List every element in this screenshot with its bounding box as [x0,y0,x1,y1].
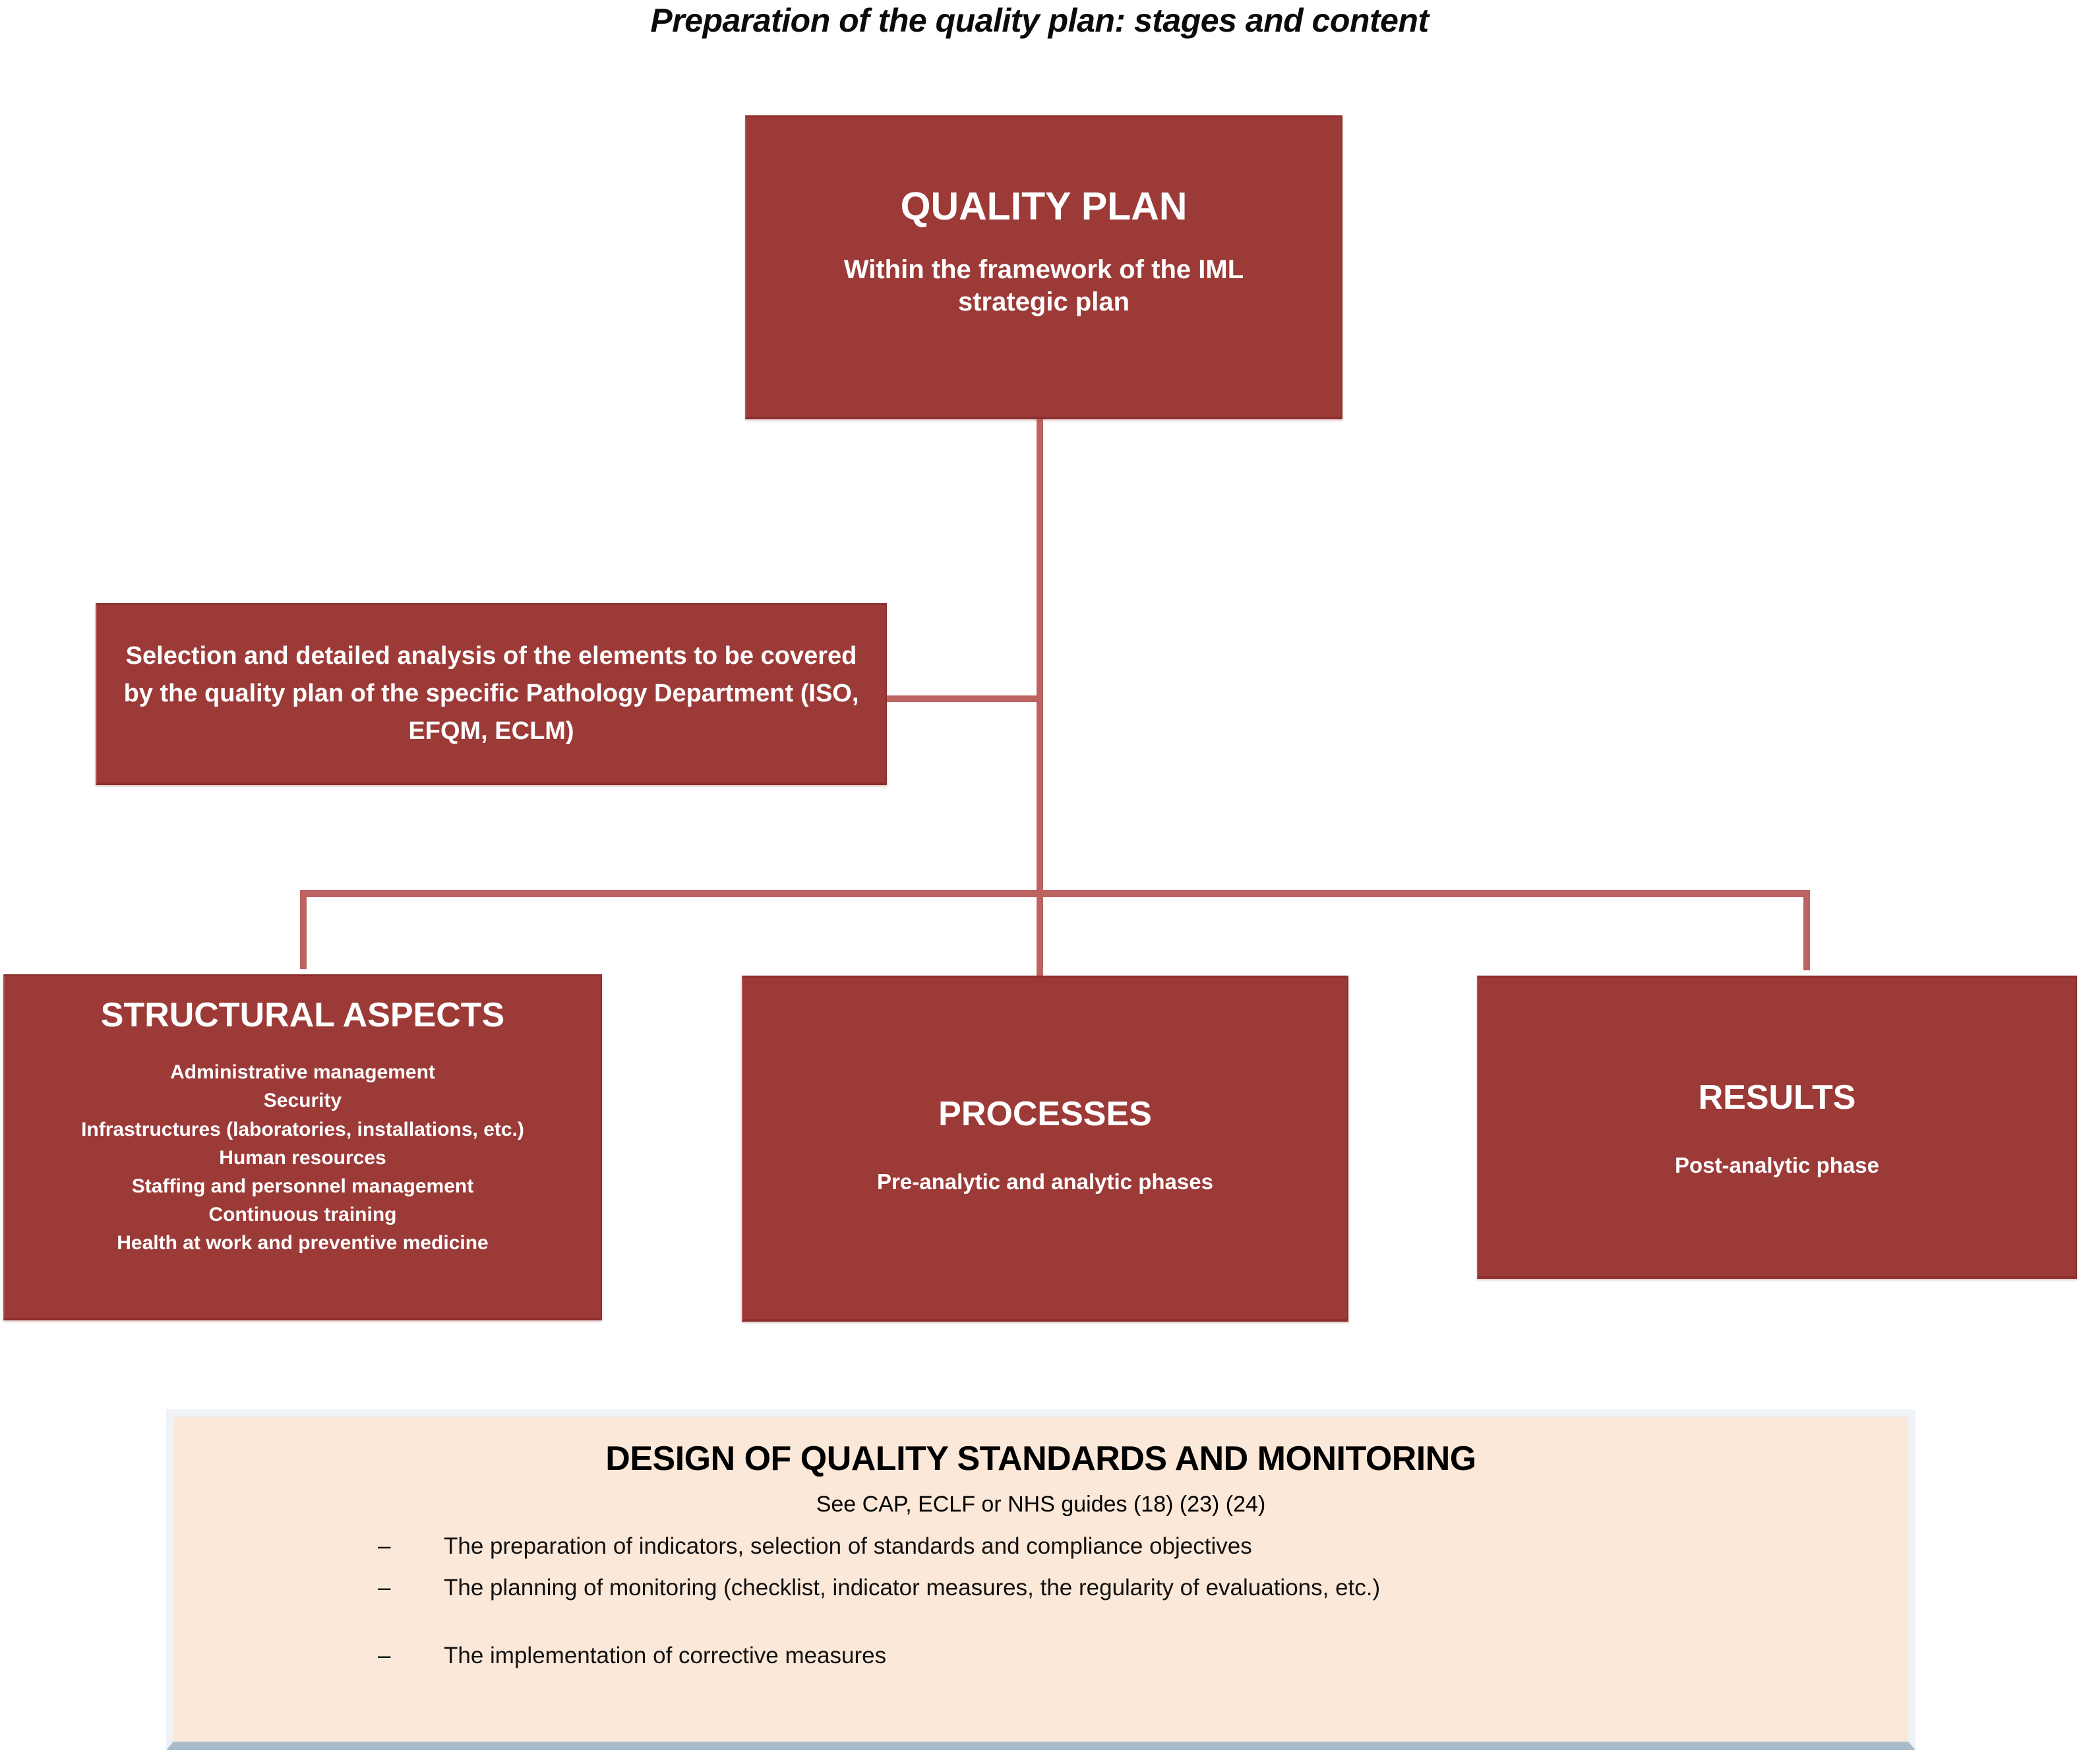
design-panel-bullet-list: – The preparation of indicators, selecti… [173,1535,1908,1667]
list-item: Infrastructures (laboratories, installat… [81,1118,524,1140]
list-item: Health at work and preventive medicine [117,1232,489,1254]
node-selection-analysis: Selection and detailed analysis of the e… [96,603,887,785]
node-results: RESULTS Post-analytic phase [1477,976,2077,1279]
design-panel-title: DESIGN OF QUALITY STANDARDS AND MONITORI… [605,1440,1476,1478]
dash-bullet-icon: – [378,1643,391,1668]
node-structural-list: Administrative management Security Infra… [81,1058,524,1257]
list-item: Staffing and personnel management [131,1175,474,1197]
node-processes: PROCESSES Pre-analytic and analytic phas… [742,976,1348,1322]
list-item: Security [263,1090,342,1112]
list-item: Human resources [219,1146,386,1169]
node-quality-plan-subtitle: Within the framework of the IML strategi… [843,254,1244,316]
design-standards-panel: DESIGN OF QUALITY STANDARDS AND MONITORI… [166,1409,1915,1750]
node-quality-plan: QUALITY PLAN Within the framework of the… [745,115,1342,419]
connector-lower-trunk [1037,702,1043,976]
node-results-title: RESULTS [1698,1078,1856,1117]
connector-drop-structural [300,890,307,969]
list-item: – The planning of monitoring (checklist,… [173,1576,1908,1599]
dash-bullet-icon: – [378,1575,391,1601]
list-item: – The preparation of indicators, selecti… [173,1535,1908,1558]
list-item: – The implementation of corrective measu… [173,1644,1908,1667]
node-structural-aspects: STRUCTURAL ASPECTS Administrative manage… [3,974,602,1320]
connector-quality-plan-trunk [1037,419,1043,708]
node-structural-title: STRUCTURAL ASPECTS [100,996,505,1034]
connector-selection-stub [887,695,1040,702]
list-item: Continuous training [208,1204,397,1226]
design-panel-subtitle: See CAP, ECLF or NHS guides (18) (23) (2… [816,1492,1266,1517]
design-panel-content: DESIGN OF QUALITY STANDARDS AND MONITORI… [173,1439,1908,1764]
list-item-label: The preparation of indicators, selection… [444,1533,1252,1559]
node-processes-title: PROCESSES [938,1095,1152,1133]
page-title: Preparation of the quality plan: stages … [650,2,1429,39]
node-processes-subtitle: Pre-analytic and analytic phases [877,1169,1213,1194]
list-item: Administrative management [170,1061,435,1084]
list-item-label: The planning of monitoring (checklist, i… [444,1575,1381,1601]
node-selection-text: Selection and detailed analysis of the e… [123,642,859,745]
connector-drop-results [1803,890,1810,970]
connector-horizontal-bus [300,890,1810,897]
list-item-label: The implementation of corrective measure… [444,1643,887,1668]
dash-bullet-icon: – [378,1533,391,1559]
node-results-subtitle: Post-analytic phase [1675,1152,1879,1177]
node-quality-plan-title: QUALITY PLAN [900,185,1188,228]
